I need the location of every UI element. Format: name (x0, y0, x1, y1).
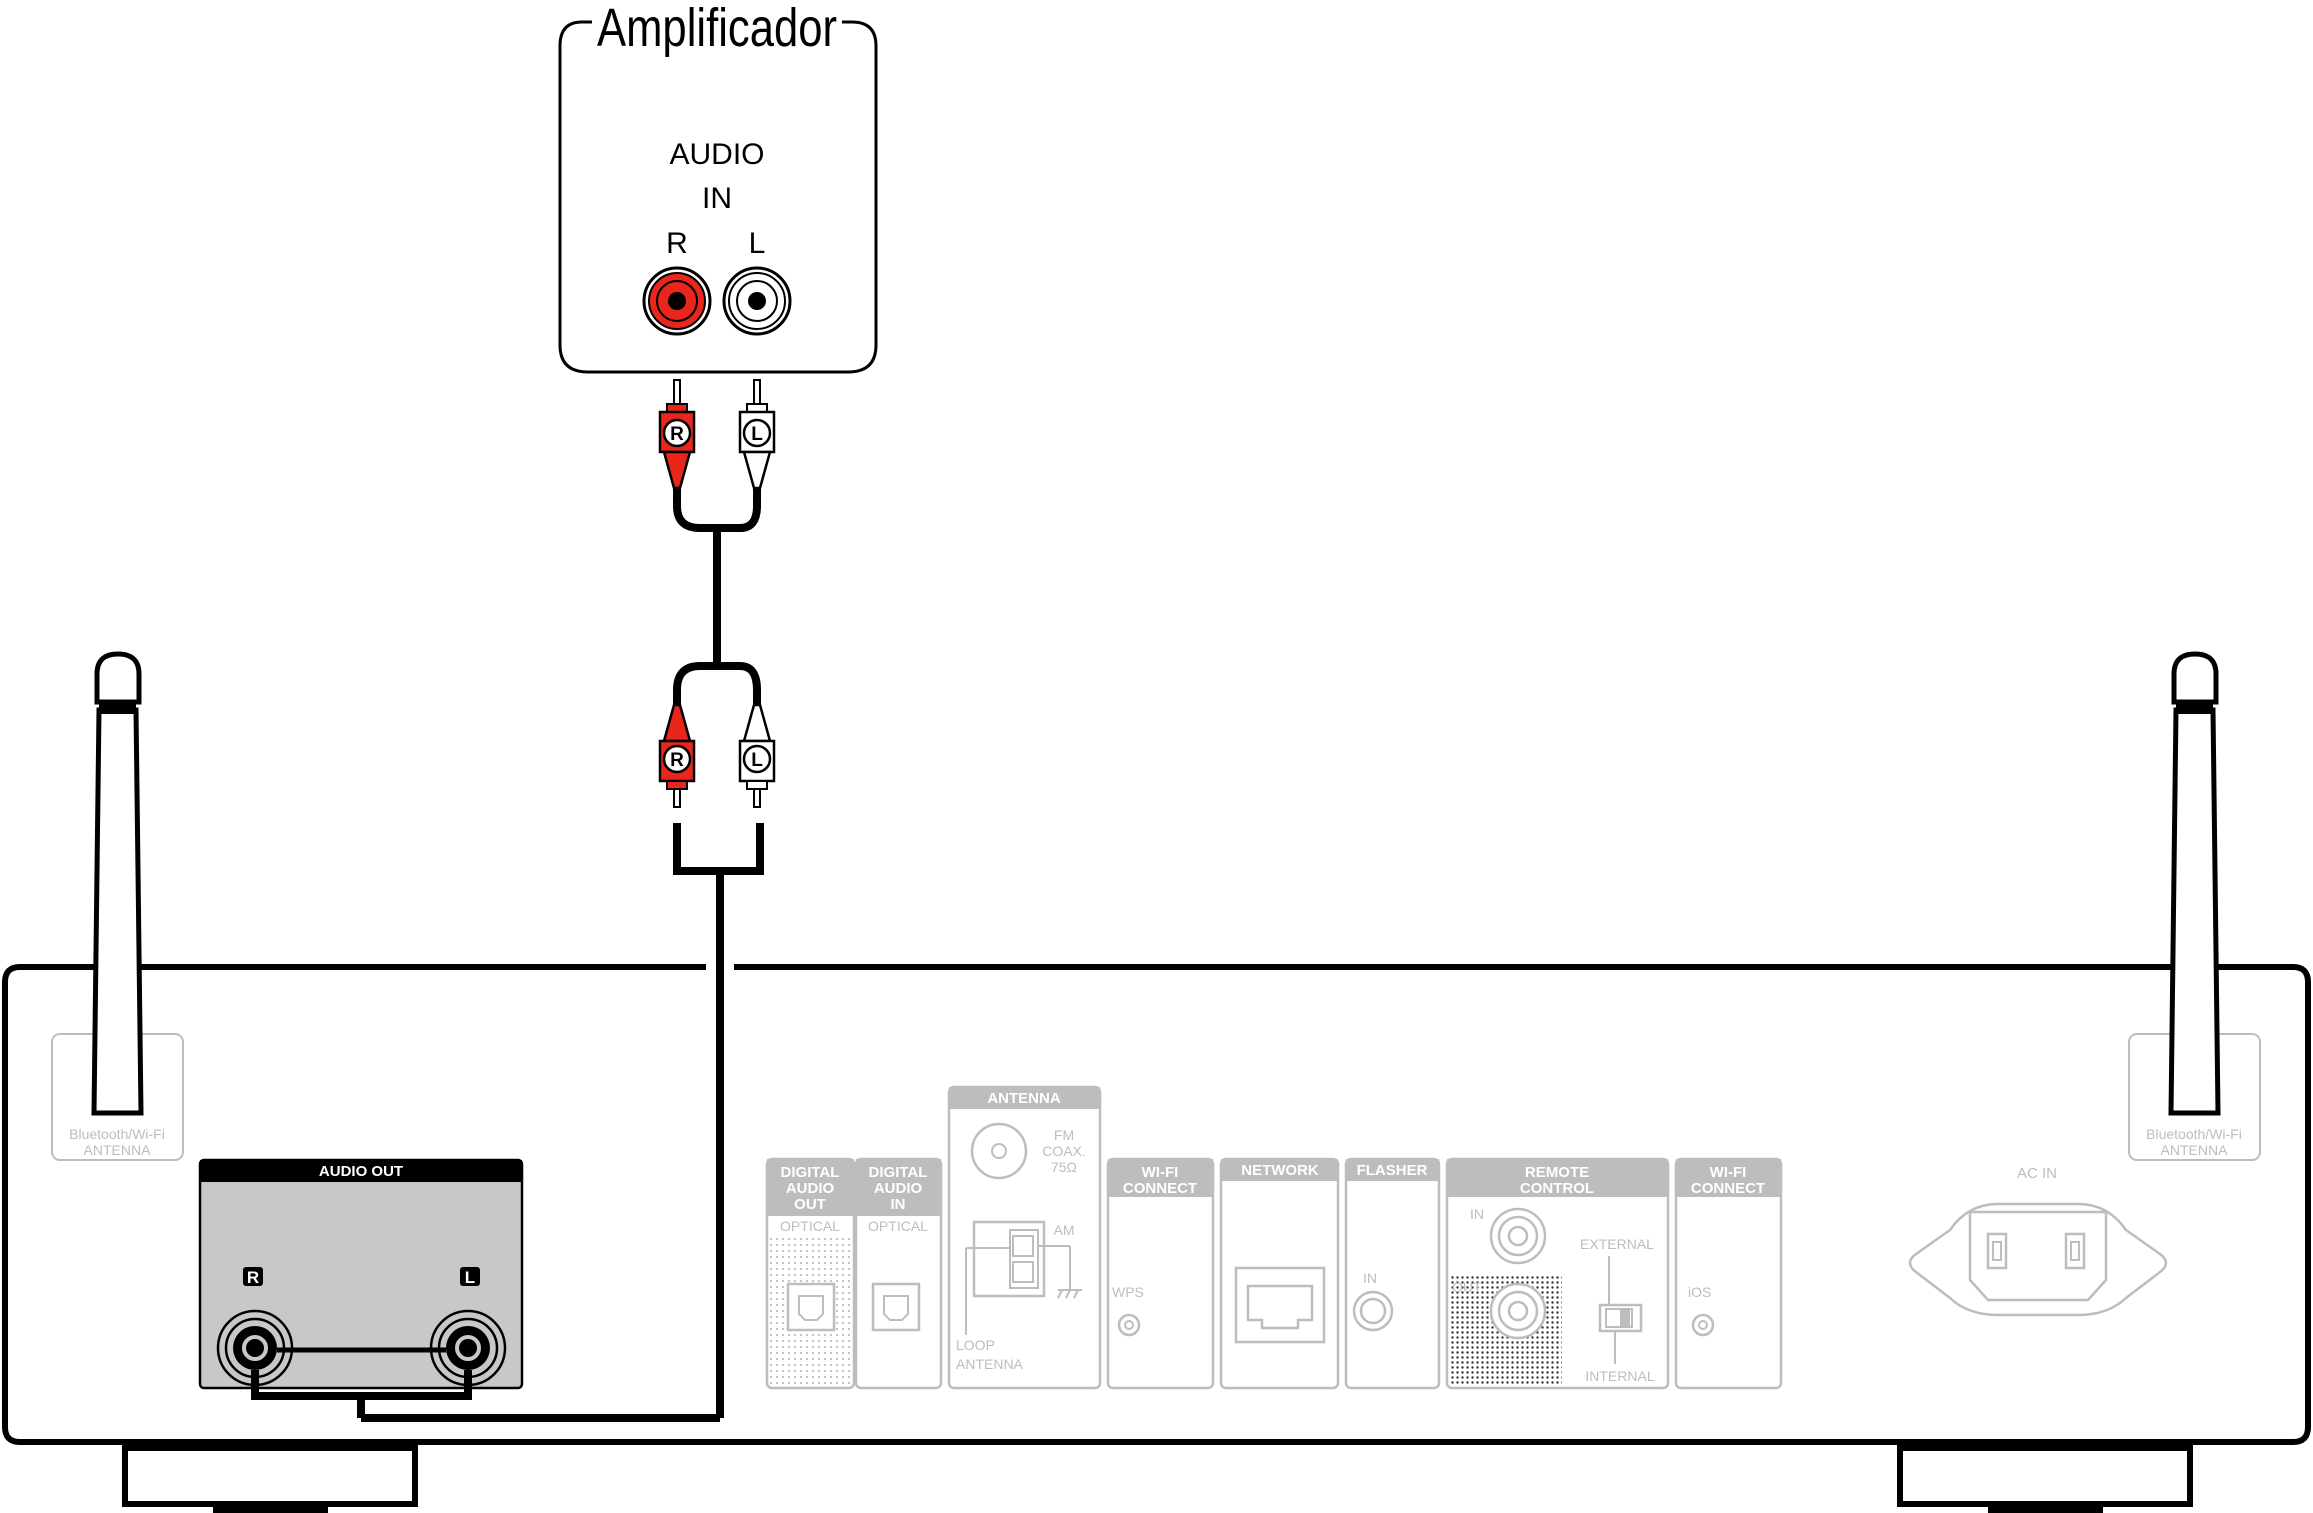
digital-in-line1: DIGITAL (869, 1164, 928, 1181)
remote-control-panel: REMOTE CONTROL IN OUT EXTERNAL INTERNAL (1445, 1157, 1670, 1390)
audio-out-header: AUDIO OUT (319, 1163, 403, 1180)
ac-in: AC IN (1908, 1165, 2168, 1317)
digital-in-line3: IN (891, 1196, 906, 1213)
player-rear-panel: Bluetooth/Wi-Fi ANTENNA Bluetooth/Wi-Fi … (2, 651, 2311, 1513)
network-header: NETWORK (1241, 1162, 1319, 1179)
amplifier-title: Amplificador (597, 0, 837, 58)
antenna-right: Bluetooth/Wi-Fi ANTENNA (2128, 651, 2261, 1161)
rca-cable: R L R L (357, 379, 776, 1422)
network-panel: NETWORK (1219, 1157, 1340, 1390)
wifi1-line1: WI-FI (1142, 1164, 1179, 1181)
antenna-panel-header: ANTENNA (987, 1090, 1060, 1107)
audio-out-jack-r (216, 1309, 294, 1387)
digital-out-optical: OPTICAL (780, 1218, 840, 1234)
amp-in-label: IN (702, 182, 732, 215)
wifi-connect-panel-2: WI-FI CONNECT iOS (1674, 1157, 1783, 1390)
digital-audio-in-panel: DIGITAL AUDIO IN OPTICAL (854, 1157, 943, 1390)
amp-jack-r (642, 266, 712, 336)
amplifier: Amplificador AUDIO IN R L (558, 0, 878, 374)
ios-label: iOS (1688, 1284, 1711, 1300)
digital-in-optical: OPTICAL (868, 1218, 928, 1234)
audio-out-r-label: R (247, 1268, 259, 1287)
upper-plug-r-letter: R (670, 424, 684, 445)
ac-in-label: AC IN (2017, 1165, 2057, 1182)
player-chassis (2, 964, 2311, 1445)
am-label: AM (1054, 1222, 1075, 1238)
antenna-right-label-1: Bluetooth/Wi-Fi (2146, 1126, 2242, 1142)
loop-line2: ANTENNA (956, 1356, 1024, 1372)
amp-audio-label: AUDIO (669, 138, 764, 171)
remote-internal-label: INTERNAL (1585, 1368, 1654, 1384)
upper-plug-l: L (738, 379, 776, 490)
remote-line1: REMOTE (1525, 1164, 1589, 1181)
audio-out-l-label: L (465, 1268, 475, 1287)
remote-in-label: IN (1470, 1206, 1484, 1222)
wps-label: WPS (1112, 1284, 1144, 1300)
antenna-right-label-2: ANTENNA (2161, 1142, 2229, 1158)
digital-out-line1: DIGITAL (781, 1164, 840, 1181)
lower-plug-l: L (738, 703, 776, 808)
upper-plug-r: R (658, 379, 696, 490)
digital-out-line2: AUDIO (786, 1180, 835, 1197)
remote-line2: CONTROL (1520, 1180, 1594, 1197)
antenna-left-label-2: ANTENNA (84, 1142, 152, 1158)
fm-line2: COAX. (1042, 1143, 1086, 1159)
foot-right (1897, 1445, 2193, 1507)
lower-plug-r-letter: R (670, 750, 684, 771)
amp-l-label: L (749, 227, 766, 260)
amp-r-label: R (666, 227, 688, 260)
flasher-header: FLASHER (1357, 1162, 1428, 1179)
antenna-left: Bluetooth/Wi-Fi ANTENNA (51, 651, 184, 1161)
lower-plug-r: R (658, 703, 696, 808)
wifi2-line1: WI-FI (1710, 1164, 1747, 1181)
amplifier-box (558, 20, 878, 374)
upper-plug-l-letter: L (751, 424, 763, 445)
wifi-connect-panel-1: WI-FI CONNECT WPS (1106, 1157, 1215, 1390)
foot-left (122, 1445, 418, 1507)
remote-out-label: OUT (1452, 1279, 1482, 1295)
fm-line1: FM (1054, 1127, 1074, 1143)
antenna-panel: ANTENNA FM COAX. 75Ω AM LOOP ANTENNA (947, 1085, 1102, 1390)
digital-out-line3: OUT (794, 1196, 826, 1213)
antenna-left-label-1: Bluetooth/Wi-Fi (69, 1126, 165, 1142)
digital-in-line2: AUDIO (874, 1180, 923, 1197)
fm-line3: 75Ω (1051, 1159, 1077, 1175)
flasher-panel: FLASHER IN (1344, 1157, 1441, 1390)
lower-plug-l-letter: L (751, 750, 763, 771)
wifi2-line2: CONNECT (1691, 1180, 1765, 1197)
audio-out-panel: AUDIO OUT R L (198, 1158, 524, 1400)
remote-external-label: EXTERNAL (1580, 1236, 1654, 1252)
flasher-in-label: IN (1363, 1270, 1377, 1286)
loop-line1: LOOP (956, 1337, 995, 1353)
amp-jack-l (722, 266, 792, 336)
digital-audio-out-panel: DIGITAL AUDIO OUT OPTICAL (765, 1157, 856, 1390)
wifi1-line2: CONNECT (1123, 1180, 1197, 1197)
